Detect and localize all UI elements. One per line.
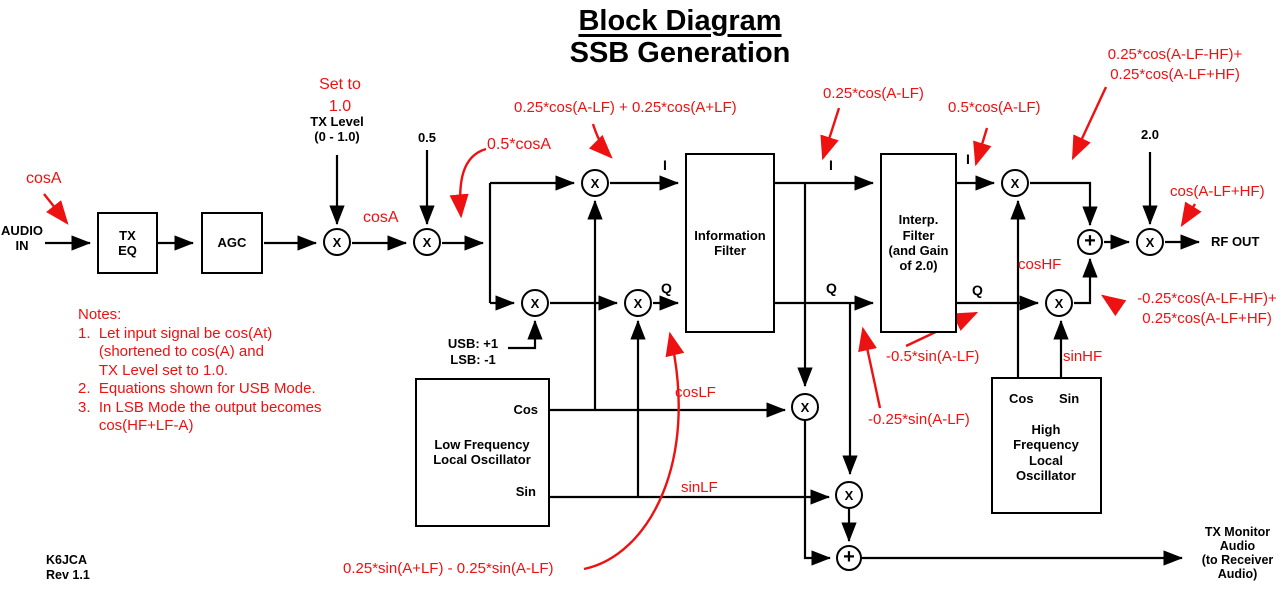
- annotation-i-interp: 0.5*cos(A-LF): [948, 99, 1041, 116]
- multiply-icon: X: [422, 234, 432, 250]
- annotation-rf-sum: 0.25*cos(A-LF-HF)+ 0.25*cos(A-LF+HF): [1107, 46, 1243, 83]
- arrow-i-interp: [973, 127, 992, 167]
- notes-text: Notes: 1. Let input signal be cos(At) (s…: [78, 306, 322, 434]
- annotation-i-filtered: 0.25*cos(A-LF): [823, 85, 924, 102]
- multiplier-monitor-i: X: [791, 393, 819, 421]
- multiplier-i-coshf: X: [1001, 169, 1029, 197]
- arrow-rf-out: [1180, 201, 1202, 228]
- annotation-half-cosa: 0.5*cosA: [487, 136, 552, 153]
- arrow-i-filtered: [820, 107, 841, 161]
- multiply-icon: X: [633, 295, 643, 311]
- hf-osc-label: High Frequency Local Oscillator: [1013, 422, 1079, 483]
- audio-in-label: AUDIO IN: [1, 223, 43, 253]
- arrow-cosa-in: [43, 193, 69, 225]
- plus-icon: +: [1084, 229, 1096, 252]
- lf-osc-cos-port: Cos: [513, 402, 538, 417]
- annotation-coslf: cosLF: [675, 384, 716, 401]
- signal-label-q1: Q: [661, 280, 672, 296]
- block-tx-eq: TX EQ: [97, 212, 158, 274]
- signal-label-q3: Q: [972, 282, 983, 298]
- multiplier-half: X: [413, 228, 441, 256]
- credit-label: K6JCA Rev 1.1: [46, 553, 90, 582]
- annotation-q-mixed: 0.25*sin(A+LF) - 0.25*sin(A-LF): [343, 560, 554, 577]
- annotation-q-mixed-out: -0.25*cos(A-LF-HF)+ 0.25*cos(A-LF+HF): [1137, 290, 1277, 327]
- two-constant-label: 2.0: [1140, 127, 1160, 142]
- wire-monitor-i: [803, 421, 832, 566]
- multiplier-q-sinlf: X: [624, 289, 652, 317]
- annotation-cosa-in: cosA: [26, 170, 62, 187]
- block-information-filter: Information Filter: [685, 153, 775, 333]
- signal-label-i1: I: [663, 157, 667, 173]
- multiply-icon: X: [332, 234, 342, 250]
- signal-label-i3: I: [966, 151, 970, 167]
- half-constant-label: 0.5: [417, 130, 437, 145]
- block-lf-oscillator: Cos Low Frequency Local Oscillator Sin: [415, 378, 550, 527]
- signal-label-q2: Q: [826, 280, 837, 296]
- arrow-i-mixed: [588, 123, 613, 159]
- multiply-icon: X: [1145, 234, 1155, 250]
- arrow-q-mixed: [583, 331, 685, 571]
- block-hf-oscillator: Cos Sin High Frequency Local Oscillator: [991, 377, 1102, 514]
- page-title: Block Diagram: [578, 5, 782, 37]
- multiply-icon: X: [1054, 295, 1064, 311]
- page-subtitle: SSB Generation: [569, 37, 791, 69]
- tx-level-label: TX Level (0 - 1.0): [310, 114, 364, 144]
- multiply-icon: X: [1010, 175, 1020, 191]
- wire-usb-lsb: [508, 319, 543, 350]
- block-agc: AGC: [201, 212, 263, 274]
- multiplier-q-usb-lsb: X: [521, 289, 549, 317]
- multiplier-rf-gain: X: [1136, 228, 1164, 256]
- arrow-q-filtered: [858, 326, 882, 409]
- tx-monitor-label: TX Monitor Audio (to Receiver Audio): [1201, 525, 1274, 581]
- red-annotation-arrows: [43, 86, 1202, 571]
- wire-mult7-adder: [1074, 257, 1098, 305]
- multiplier-tx-level: X: [323, 228, 351, 256]
- usb-lsb-label: USB: +1 LSB: -1: [447, 336, 499, 368]
- signal-label-i2: I: [829, 157, 833, 173]
- annotation-i-mixed: 0.25*cos(A-LF) + 0.25*cos(A+LF): [514, 99, 737, 116]
- lf-osc-label: Low Frequency Local Oscillator: [433, 437, 531, 468]
- rf-out-label: RF OUT: [1211, 234, 1260, 249]
- arrow-rf-sum: [1071, 86, 1108, 161]
- adder-monitor: +: [836, 545, 862, 571]
- annotation-sinhf: sinHF: [1063, 348, 1103, 365]
- block-interp-filter: Interp. Filter (and Gain of 2.0): [880, 153, 957, 333]
- annotation-coshf: cosHF: [1018, 256, 1062, 273]
- annotation-q-filtered: -0.25*sin(A-LF): [868, 411, 970, 428]
- wire-mult6-adder: [1030, 181, 1098, 227]
- arrow-half-cosa: [449, 147, 487, 219]
- arrow-q-mixed-out: [1101, 294, 1127, 317]
- hf-osc-cos-port: Cos: [1009, 391, 1034, 406]
- multiplier-q-sinhf: X: [1045, 289, 1073, 317]
- multiplier-i-coslf: X: [581, 169, 609, 197]
- hf-osc-sin-port: Sin: [1059, 391, 1080, 406]
- black-wires: [45, 150, 1201, 566]
- annotation-q-interp: -0.5*sin(A-LF): [886, 348, 980, 365]
- annotation-rf-out: cos(A-LF+HF): [1170, 183, 1265, 200]
- adder-rf: +: [1077, 229, 1103, 255]
- multiply-icon: X: [844, 487, 854, 503]
- lf-osc-sin-port: Sin: [515, 484, 536, 499]
- annotation-set-to: Set to 1.0: [319, 76, 361, 115]
- annotation-cosa: cosA: [363, 209, 399, 226]
- annotation-sinlf: sinLF: [681, 479, 718, 496]
- multiply-icon: X: [590, 175, 600, 191]
- multiply-icon: X: [800, 399, 810, 415]
- multiply-icon: X: [530, 295, 540, 311]
- plus-icon: +: [843, 545, 855, 568]
- multiplier-monitor-q: X: [835, 481, 863, 509]
